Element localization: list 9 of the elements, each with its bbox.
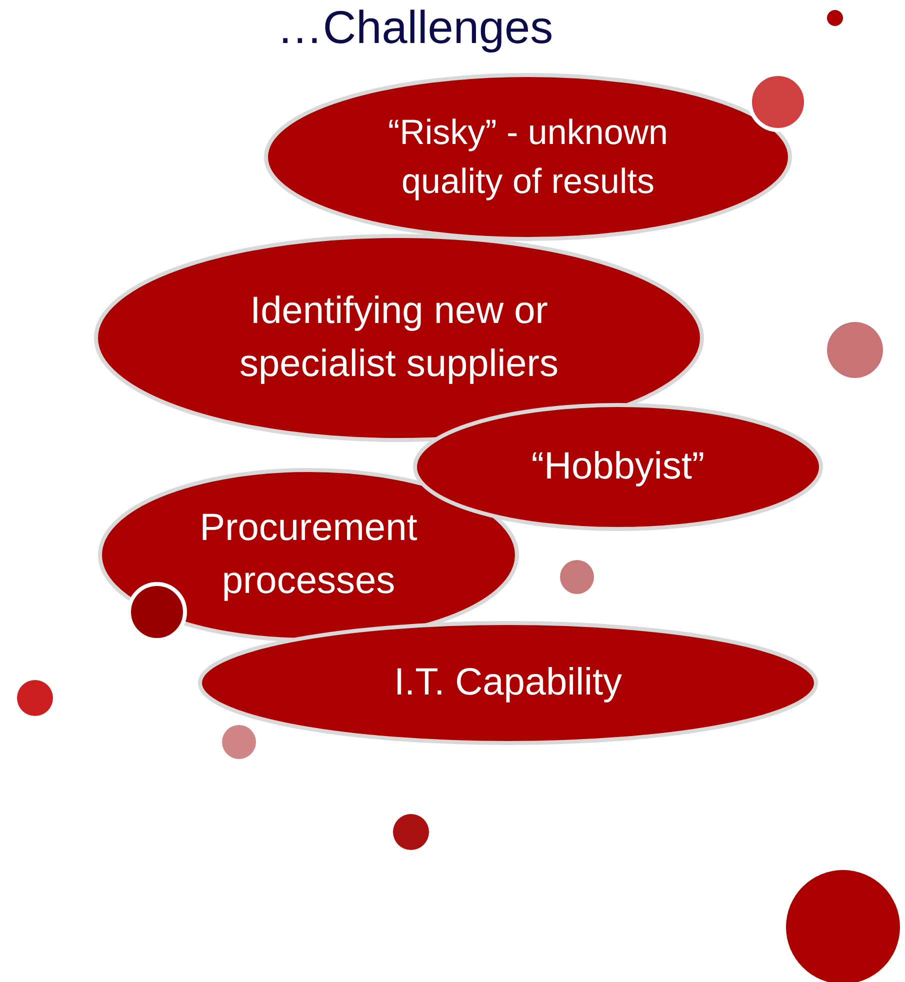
node-text: I.T. Capability [392,660,624,706]
ellipse-node [263,72,793,242]
ellipse-node [197,620,819,746]
ellipse-node [93,233,705,443]
node-text: “Risky” - unknown quality of results [386,112,670,203]
node-text: Identifying new or specialist suppliers [238,288,560,387]
title: …Challenges [276,0,554,54]
node-text: Procurement processes [198,506,418,604]
node-text: “Hobbyist” [530,444,706,490]
